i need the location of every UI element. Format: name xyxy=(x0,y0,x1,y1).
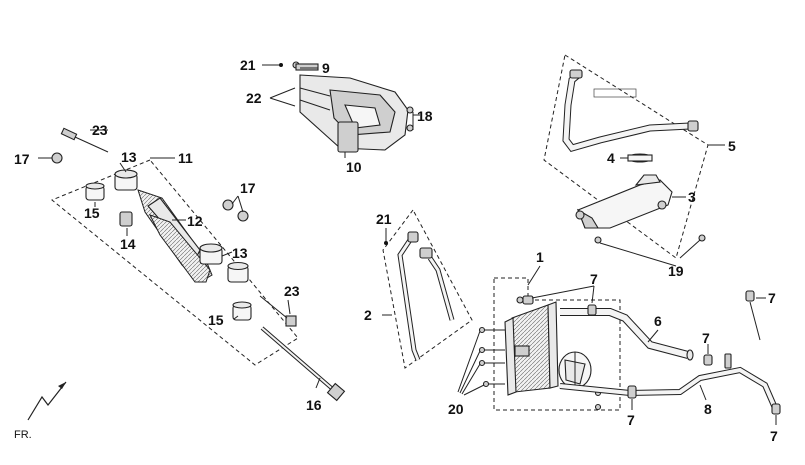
callout-1: 1 xyxy=(536,249,544,265)
radiator-frame xyxy=(493,265,621,411)
callout-17-right: 17 xyxy=(240,180,256,196)
callout-16: 16 xyxy=(306,397,322,413)
callout-19: 19 xyxy=(668,263,684,279)
callout-23-top: 23 xyxy=(92,122,108,138)
hose-8-leader xyxy=(699,384,707,401)
callout-10: 10 xyxy=(346,159,362,175)
callout-7-top: 7 xyxy=(590,271,598,287)
callout-21-center: 21 xyxy=(376,211,392,227)
callout-2: 2 xyxy=(364,307,372,323)
bracket-leaders xyxy=(262,63,420,158)
callout-7-right: 7 xyxy=(768,290,776,306)
callout-21-top: 21 xyxy=(240,57,256,73)
pipe-assembly xyxy=(384,231,455,361)
reservoir-leaders xyxy=(599,157,701,267)
callout-15-bottom: 15 xyxy=(208,312,224,328)
front-label: FR. xyxy=(14,429,32,441)
callout-3: 3 xyxy=(688,189,696,205)
callout-7-mid: 7 xyxy=(702,330,710,346)
callout-6: 6 xyxy=(654,313,662,329)
link-assembly xyxy=(38,127,346,402)
hose-8 xyxy=(559,290,781,415)
callout-13-top: 13 xyxy=(121,149,137,165)
hose-6 xyxy=(522,295,694,361)
callout-20: 20 xyxy=(448,401,464,417)
pipe-frame xyxy=(382,209,473,369)
reservoir-frame xyxy=(543,54,725,259)
clamp-7a-leader xyxy=(591,285,595,304)
callout-8: 8 xyxy=(704,401,712,417)
callout-9: 9 xyxy=(322,60,330,76)
radiator-assembly xyxy=(478,296,602,411)
bracket-assembly xyxy=(292,61,414,153)
callout-23-bottom: 23 xyxy=(284,283,300,299)
link-assembly-frame xyxy=(51,157,299,366)
hose-6-leader xyxy=(647,329,659,343)
callout-12: 12 xyxy=(187,213,203,229)
link-leaders xyxy=(94,162,321,389)
clamp-7a-leader-b xyxy=(531,285,595,299)
callout-5: 5 xyxy=(728,138,736,154)
reservoir-assembly xyxy=(562,69,706,244)
front-direction-arrow xyxy=(27,381,67,421)
callout-18: 18 xyxy=(417,108,433,124)
callout-22: 22 xyxy=(246,90,262,106)
callout-17-left: 17 xyxy=(14,151,30,167)
callout-7-bottom-right: 7 xyxy=(770,428,778,444)
callout-11: 11 xyxy=(178,150,193,166)
radiator-leaders xyxy=(457,329,505,396)
callout-7-bottom-left: 7 xyxy=(627,412,635,428)
callout-14: 14 xyxy=(120,236,136,252)
callout-13-bottom: 13 xyxy=(232,245,248,261)
callout-4: 4 xyxy=(607,150,615,166)
callout-15-top: 15 xyxy=(84,205,100,221)
